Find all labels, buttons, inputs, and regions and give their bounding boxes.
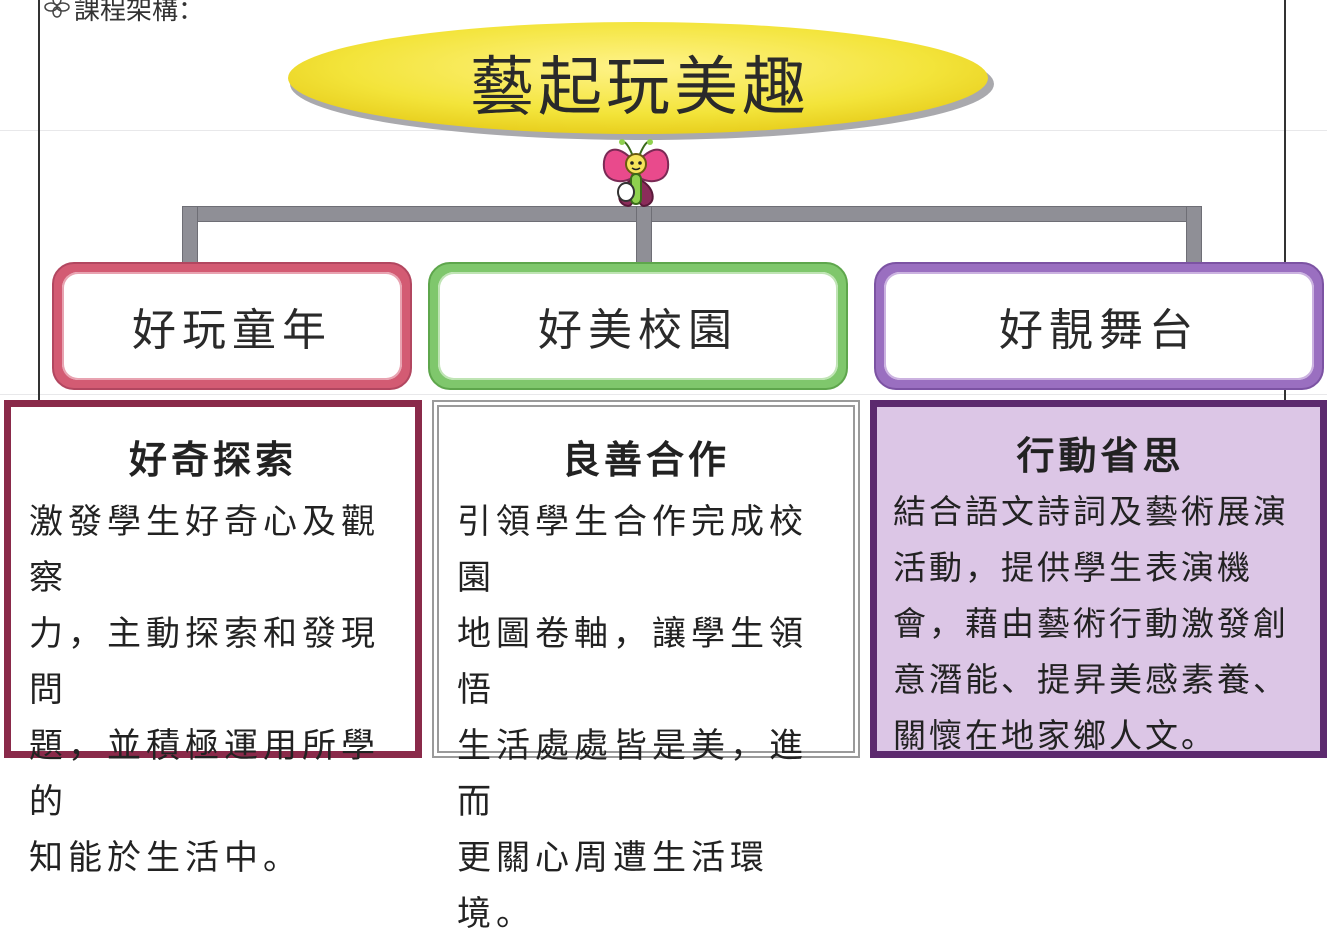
panel-line: 結合語文詩詞及藝術展演	[893, 492, 1289, 531]
panel-line: 關懷在地家鄉人文。	[893, 716, 1217, 755]
butterfly-mascot-icon	[600, 134, 672, 216]
panel-line: 地圖卷軸，讓學生領悟	[457, 614, 808, 710]
category-box-childhood: 好玩童年	[52, 262, 412, 390]
flower-icon	[44, 0, 70, 25]
panel-line: 生活處處皆是美，進而	[457, 726, 808, 822]
diagram-title: 藝起玩美趣	[470, 51, 810, 125]
connector-horizontal	[182, 206, 1202, 222]
panel-title: 好奇探索	[128, 438, 297, 482]
title-oval: 藝起玩美趣	[280, 14, 1000, 142]
panel-action-reflection: 行動省思 結合語文詩詞及藝術展演 活動，提供學生表演機 會，藉由藝術行動激發創 …	[870, 400, 1327, 758]
panel-line: 力，主動探索和發現問	[29, 614, 380, 710]
panel-line: 會，藉由藝術行動激發創	[893, 604, 1289, 643]
panel-line: 題，並積極運用所學的	[29, 726, 380, 822]
frame-border-left	[38, 0, 40, 400]
category-label: 好美校園	[538, 305, 738, 356]
panel-line: 激發學生好奇心及觀察	[29, 502, 380, 598]
section-header-label: 課程架構：	[74, 0, 205, 26]
category-label: 好靚舞台	[999, 305, 1199, 356]
scan-line	[0, 394, 1327, 395]
connector-drop-right	[1186, 206, 1202, 268]
panel-title: 良善合作	[561, 438, 730, 482]
panel-body: 引領學生合作完成校園 地圖卷軸，讓學生領悟 生活處處皆是美，進而 更關心周遭生活…	[457, 494, 835, 942]
panel-curious-exploration: 好奇探索 激發學生好奇心及觀察 力，主動探索和發現問 題，並積極運用所學的 知能…	[4, 400, 422, 878]
category-box-campus: 好美校園	[428, 262, 848, 390]
panel-body: 結合語文詩詞及藝術展演 活動，提供學生表演機 會，藉由藝術行動激發創 意潛能、提…	[893, 484, 1308, 764]
panel-good-cooperation: 良善合作 引領學生合作完成校園 地圖卷軸，讓學生領悟 生活處處皆是美，進而 更關…	[432, 400, 860, 934]
panel-line: 更關心周遭生活環境。	[457, 838, 769, 934]
panel-line: 引領學生合作完成校園	[457, 502, 808, 598]
frame-border-right	[1284, 0, 1286, 400]
panel-line: 知能於生活中。	[29, 838, 302, 878]
panel-body: 激發學生好奇心及觀察 力，主動探索和發現問 題，並積極運用所學的 知能於生活中。	[29, 494, 397, 886]
category-label: 好玩童年	[132, 305, 332, 356]
category-box-stage: 好靚舞台	[874, 262, 1324, 390]
connector-drop-left	[182, 206, 198, 268]
panel-title: 行動省思	[1016, 434, 1185, 478]
section-header: 課程架構：	[44, 0, 204, 27]
panel-line: 意潛能、提昇美感素養、	[893, 660, 1289, 699]
panel-line: 活動，提供學生表演機	[893, 548, 1253, 587]
